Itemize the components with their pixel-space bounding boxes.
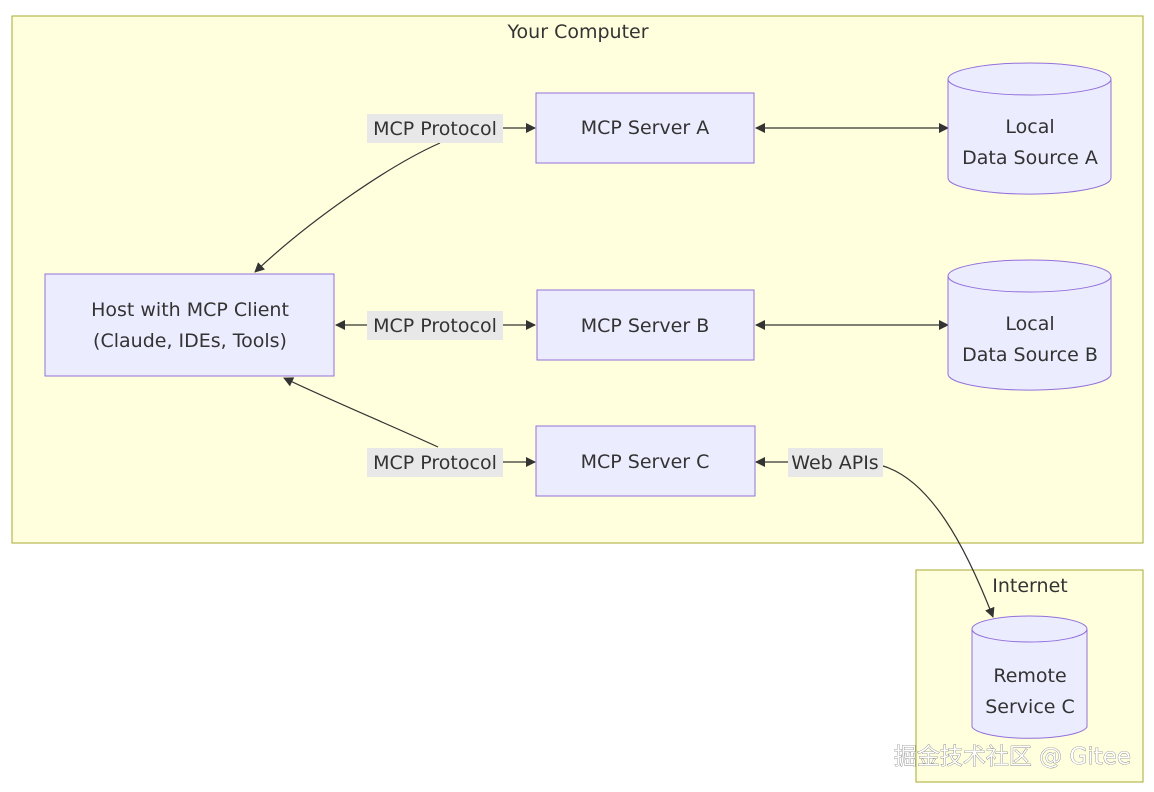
node-data-source-a[interactable]: Local Data Source A <box>947 62 1112 195</box>
edge-label-text: Web APIs <box>791 452 878 474</box>
edge-label-host-server-a: MCP Protocol <box>367 114 503 143</box>
cluster-title-internet: Internet <box>992 575 1067 597</box>
watermark-text: 掘金技术社区 @ Gitee <box>894 744 1131 770</box>
node-remote-service-c[interactable]: Remote Service C <box>971 615 1088 739</box>
node-host-line1: Host with MCP Client <box>91 299 289 321</box>
node-server-c[interactable]: MCP Server C <box>535 425 756 497</box>
node-remote-c-line1: Remote <box>993 665 1066 687</box>
edges <box>255 128 993 617</box>
edge-label-host-server-b: MCP Protocol <box>367 311 503 340</box>
node-data-a-line1: Local <box>1005 116 1054 138</box>
node-server-c-label: MCP Server C <box>581 451 710 473</box>
edge-host-server-a <box>255 128 535 272</box>
node-server-b[interactable]: MCP Server B <box>536 289 755 361</box>
node-server-a-label: MCP Server A <box>581 117 710 139</box>
node-server-a[interactable]: MCP Server A <box>535 92 755 164</box>
edge-label-text: MCP Protocol <box>373 452 497 474</box>
node-host[interactable]: Host with MCP Client (Claude, IDEs, Tool… <box>44 273 335 377</box>
edge-label-text: MCP Protocol <box>373 315 497 337</box>
node-data-b-line2: Data Source B <box>962 344 1098 366</box>
edge-label-text: MCP Protocol <box>373 118 497 140</box>
node-server-b-label: MCP Server B <box>581 315 710 337</box>
node-host-line2: (Claude, IDEs, Tools) <box>93 330 287 352</box>
cluster-title-your-computer: Your Computer <box>506 21 648 43</box>
node-data-source-b[interactable]: Local Data Source B <box>947 259 1112 391</box>
edge-label-host-server-c: MCP Protocol <box>367 448 503 477</box>
node-remote-c-line2: Service C <box>985 696 1075 718</box>
node-data-b-line1: Local <box>1005 313 1054 335</box>
edge-label-web-apis: Web APIs <box>788 448 883 477</box>
edge-server-c-remote-c <box>756 462 993 617</box>
node-data-a-line2: Data Source A <box>962 147 1098 169</box>
edge-host-server-c <box>284 378 535 462</box>
